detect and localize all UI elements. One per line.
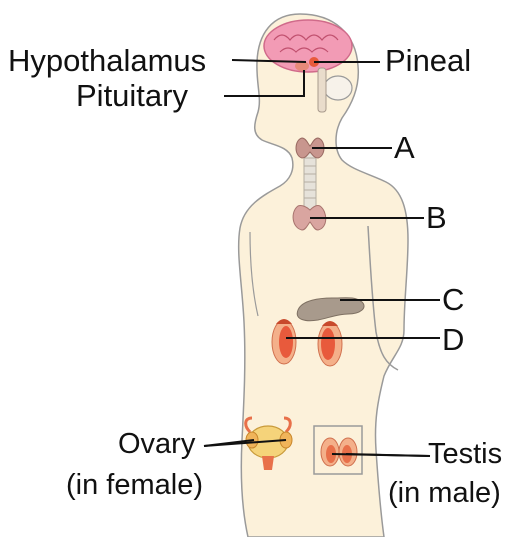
label-hypothalamus: Hypothalamus — [8, 43, 207, 78]
pancreas — [296, 297, 365, 322]
body-silhouette — [237, 13, 409, 537]
brain — [263, 19, 353, 73]
testis-box — [313, 425, 363, 475]
label-pineal: Pineal — [385, 43, 472, 78]
thyroid — [295, 137, 325, 159]
label-d: D — [442, 322, 465, 357]
label-testis-note: (in male) — [388, 477, 501, 509]
cervix — [262, 456, 274, 470]
label-a: A — [394, 130, 415, 165]
brain-folds — [273, 34, 339, 53]
label-pituitary: Pituitary — [76, 78, 188, 113]
leader-hypothalamus — [231, 59, 307, 63]
brain-stem — [317, 67, 327, 113]
fallopian-tubes — [244, 416, 292, 434]
kidney-left-inner — [279, 326, 293, 358]
leader-ovary-2 — [203, 439, 287, 447]
cerebellum — [323, 75, 353, 101]
leader-testis-2 — [345, 453, 431, 457]
label-testis: Testis — [428, 438, 503, 470]
kidney-right-inner — [321, 328, 335, 360]
testis-left-inner — [326, 445, 336, 463]
trachea-rings — [304, 157, 316, 199]
thymus — [292, 205, 327, 231]
adrenal-right — [322, 321, 338, 326]
arm-outline-left — [249, 231, 259, 317]
hypothalamus-region — [295, 61, 309, 71]
adrenal-left — [276, 319, 292, 324]
arm-outline — [367, 225, 399, 371]
label-c: C — [442, 282, 465, 317]
leader-pituitary — [224, 70, 305, 97]
label-b: B — [426, 200, 447, 235]
label-ovary: Ovary — [118, 428, 196, 460]
label-ovary-note: (in female) — [66, 469, 203, 501]
